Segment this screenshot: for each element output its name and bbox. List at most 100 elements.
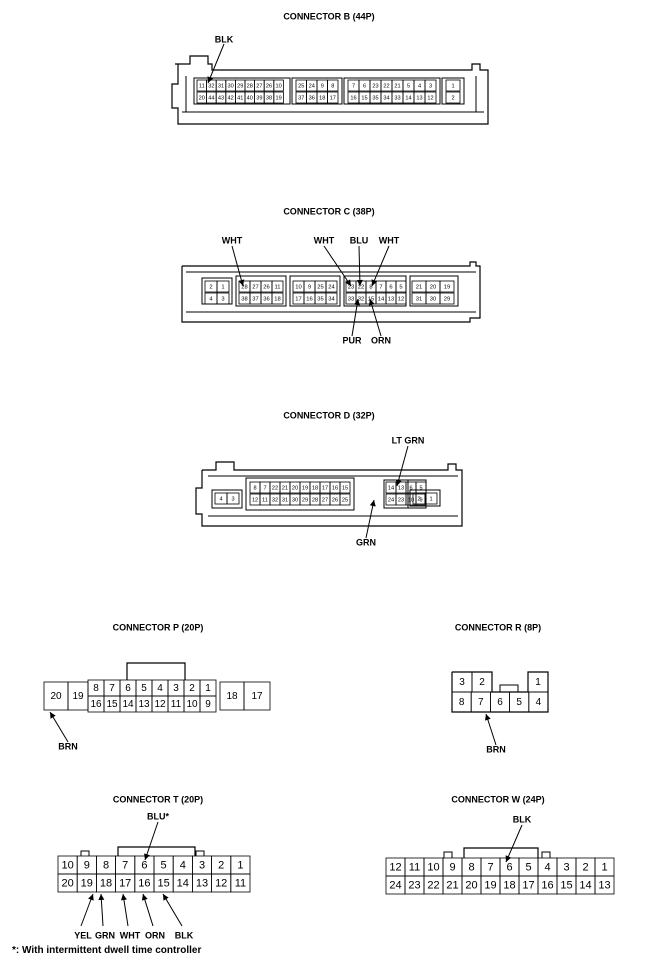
pin [216,292,230,305]
cavity-block [245,477,355,511]
pin-number: 13 [138,699,150,710]
pin-number: 21 [394,83,400,89]
pin-number: 13 [398,485,404,491]
connector-t-tab [195,850,205,856]
wire-label-orn: ORN [145,930,165,940]
pin-number: 23 [348,285,354,291]
pin-number: 13 [416,95,422,101]
arrow-head [369,500,376,507]
pin-number: 22 [383,83,389,89]
pin [424,492,438,505]
pin-number: 24 [388,497,394,503]
pin-number: 19 [484,879,496,891]
arrow-head [50,712,56,719]
wire-label-orn-leader [369,298,382,337]
pin-number: 36 [263,297,269,303]
pin-number: 5 [525,861,531,873]
pin-number: 27 [252,285,258,291]
pin-number: 33 [348,297,354,303]
pin-number: 4 [209,297,213,303]
arrow-head [120,894,127,901]
wire-label-blk-leader [207,43,225,84]
pin-number: 18 [312,485,318,491]
connector-w-lock [463,847,539,858]
pin-number: 12 [389,861,401,873]
pin [439,280,455,293]
pin [445,91,461,104]
pin-number: 2 [451,95,454,101]
pin-number: 43 [218,95,224,101]
pin [395,280,407,293]
pin-number: 16 [138,877,150,889]
pin [415,493,427,506]
pin-number: 14 [405,95,411,101]
pin-number: 20 [61,877,73,889]
pin-number: 14 [378,297,385,303]
wire-label-wht: WHT [222,235,243,245]
connector-w-tab [443,851,453,858]
pin [395,292,407,305]
pin-number: 5 [419,485,422,491]
wire-label-orn: ORN [371,335,391,345]
pin-number: 9 [205,699,211,710]
wire-label-blk: BLK [513,814,532,824]
pin-number: 8 [93,683,99,694]
pin-number: 11 [199,83,205,89]
arrow-head [88,894,94,901]
pin [439,292,455,305]
pin-number: 17 [522,879,534,891]
pin-number: 3 [199,859,205,871]
connector-t-title: CONNECTOR T (20P) [113,794,203,804]
pin-number: 16 [541,879,553,891]
arrow-head [505,855,512,862]
pin-number: 25 [317,285,323,291]
pin-number: 3 [221,297,224,303]
arrow-head [356,279,363,286]
pin-number: 9 [321,83,324,89]
pin-number: 11 [171,699,182,710]
pin-number: 6 [497,697,503,708]
wire-label-pur-leader [351,298,359,337]
pin-number: 42 [227,95,233,101]
pin-number: 29 [237,83,243,89]
pin-number: 8 [253,485,256,491]
pin [339,493,351,506]
wire-label-grn: GRN [95,930,115,940]
pin-number: 8 [331,83,334,89]
pin-number: 40 [247,95,253,101]
pin-number: 7 [379,285,382,291]
pin [273,79,284,92]
pin [424,79,437,92]
connector-p-title: CONNECTOR P (20P) [113,622,204,632]
wire-label-wht: WHT [120,930,141,940]
pin-number: 7 [122,859,128,871]
pin-number: 31 [218,83,224,89]
cavity-block [343,77,441,105]
arrow-head [163,894,169,901]
wire-label-lt-grn: LT GRN [392,435,425,445]
pin-number: 12 [398,297,404,303]
pin-number: 37 [298,95,304,101]
pin-number: 7 [478,697,484,708]
footnote: *: With intermittent dwell time controll… [12,945,202,956]
pin-number: 18 [226,691,238,702]
connector-w-title: CONNECTOR W (24P) [451,794,544,804]
arrow-head [484,714,491,721]
pin-number: 8 [369,285,372,291]
pin-number: 16 [332,485,338,491]
cavity-block [291,77,343,105]
pin-number: 17 [119,877,131,889]
pin [528,691,549,713]
wire-label-blu: BLU [350,235,369,245]
connector-d-housing [195,461,463,527]
pin-number: 34 [328,297,335,303]
pin [327,79,339,92]
pin [271,280,284,293]
pin-number: 12 [252,497,258,503]
pin-number: 16 [306,297,312,303]
cavity-block [193,77,291,105]
pin-number: 4 [157,683,163,694]
wire-label-wht-leader [231,245,244,287]
pin [199,695,217,713]
